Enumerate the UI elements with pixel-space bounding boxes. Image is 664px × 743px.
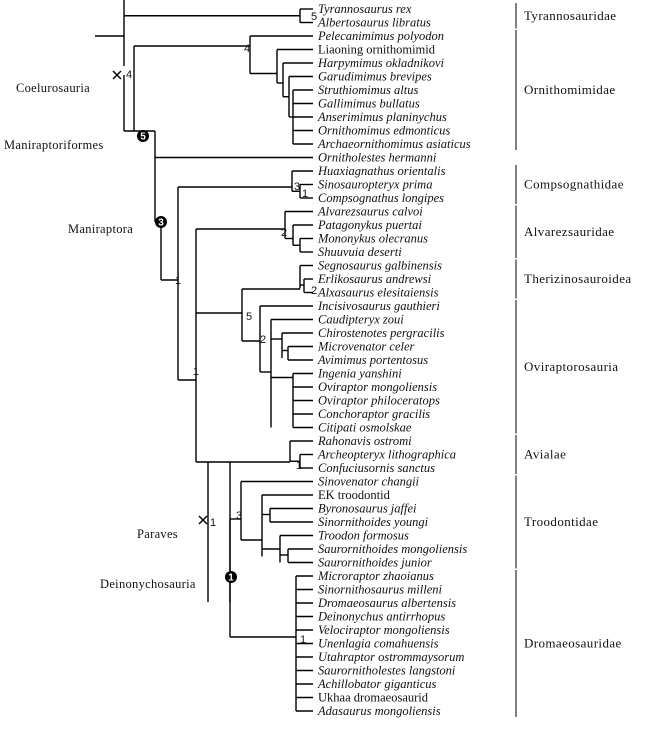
node-support-maniraptora: 3 [158, 218, 164, 229]
taxon-label: Unenlagia comahuensis [318, 637, 439, 651]
node-support-deinonychosauria: 1 [228, 573, 234, 584]
taxon-label: Chirostenotes pergracilis [318, 326, 445, 340]
taxon-label: Alxasaurus elesitaiensis [317, 286, 439, 300]
group-label: Troodontidae [524, 514, 598, 529]
node-support-sinosauropteryx_compsognathus: 1 [302, 188, 308, 200]
taxon-label: Incisivosaurus gauthieri [317, 299, 440, 313]
group-label: Ornithomimidae [524, 82, 616, 97]
node-support-higher_maniraptora: 1 [175, 275, 181, 287]
taxon-label: Saurornitholestes langstoni [318, 664, 456, 678]
taxon-label: Harpymimus okladnikovi [317, 56, 445, 70]
taxon-label: Ukhaa dromaeosaurid [318, 691, 429, 705]
node-marker-maniraptora [155, 216, 167, 228]
taxon-label: Segnosaurus galbinensis [318, 259, 442, 273]
taxon-label: Tyrannosaurus rex [318, 2, 412, 16]
taxon-label: Mononykus olecranus [317, 232, 428, 246]
coelurosauria-marker [112, 70, 122, 80]
taxon-label: Saurornithoides junior [318, 556, 432, 570]
taxon-label: Garudimimus brevipes [318, 70, 432, 84]
node-support-ornithomimidae: 4 [244, 43, 250, 55]
taxon-label: Ornithomimus edmonticus [318, 124, 450, 138]
node-support-coelurosauria: 4 [126, 69, 132, 81]
node-support-paraves: 1 [210, 517, 216, 529]
paraves-marker [198, 515, 208, 525]
node-support-tyrannosauridae: 5 [311, 11, 317, 23]
taxon-label: Avimimus portentosus [317, 353, 428, 367]
node-support-dromaeosauridae: 1 [300, 634, 306, 646]
node-support-alvarezsauridae: 2 [281, 227, 287, 239]
tree-branches [95, 0, 517, 717]
taxon-label: Ornitholestes hermanni [318, 151, 437, 165]
taxon-label: Confuciusornis sanctus [318, 461, 435, 475]
node-support-oviraptorosauria: 2 [260, 334, 266, 346]
taxon-label: Conchoraptor gracilis [318, 407, 430, 421]
taxon-label: Sinovenator changii [318, 475, 420, 489]
taxon-label: Archeopteryx lithographica [317, 448, 456, 462]
taxon-label: Utahraptor ostrommaysorum [318, 650, 464, 664]
clade-label-paraves: Paraves [137, 527, 178, 541]
node-support-therizino_ovirapto: 5 [246, 311, 252, 323]
node-support-compsognathidae: 3 [294, 181, 300, 193]
taxon-label: Saurornithoides mongoliensis [318, 542, 467, 556]
group-label: Dromaeosauridae [524, 636, 622, 651]
taxon-label: Compsognathus longipes [318, 191, 444, 205]
taxon-label: Oviraptor mongoliensis [318, 380, 437, 394]
taxon-label: EK troodontid [318, 488, 391, 502]
taxon-label: Gallimimus bullatus [318, 97, 420, 111]
clade-label-maniraptora: Maniraptora [68, 222, 133, 236]
taxon-label: Byronosaurus jaffei [318, 502, 417, 516]
node-support-troodontidae: 3 [236, 510, 242, 522]
taxon-label: Deinonychus antirrhopus [317, 610, 445, 624]
node-support-therizinosauroidea: 2 [311, 285, 317, 297]
taxon-label: Shuuvuia deserti [318, 245, 402, 259]
taxon-label: Microvenator celer [317, 340, 415, 354]
taxon-label: Sinornithoides youngi [318, 515, 429, 529]
clade-label-maniraptoriformes: Maniraptoriformes [4, 138, 104, 152]
taxon-label: Liaoning ornithomimid [318, 43, 436, 57]
node-marker-maniraptoriformes [137, 130, 149, 142]
taxon-label: Microraptor zhaoianus [317, 569, 434, 583]
taxon-label: Caudipteryx zoui [318, 313, 404, 327]
taxon-label: Pelecanimimus polyodon [317, 29, 444, 43]
taxon-label: Albertosaurus libratus [317, 16, 431, 30]
node-support-avialae: 1 [296, 460, 302, 472]
taxon-label: Velociraptor mongoliensis [318, 623, 450, 637]
clade-label-coelurosauria: Coelurosauria [16, 81, 90, 95]
taxon-label: Achillobator giganticus [317, 677, 437, 691]
taxon-label: Erlikosaurus andrewsi [317, 272, 432, 286]
taxon-label: Dromaeosaurus albertensis [317, 596, 456, 610]
taxon-label: Patagonykus puertai [317, 218, 422, 232]
group-label: Tyrannosauridae [524, 8, 616, 23]
group-label: Compsognathidae [524, 177, 624, 192]
group-label: Therizinosauroidea [524, 271, 632, 286]
taxon-label: Huaxiagnathus orientalis [317, 164, 446, 178]
taxon-label: Struthiomimus altus [318, 83, 418, 97]
taxon-label: Sinosauropteryx prima [318, 178, 432, 192]
node-support-maniraptoriformes: 5 [140, 132, 146, 143]
clade-label-deinonychosauria: Deinonychosauria [100, 577, 196, 591]
taxon-label: Archaeornithomimus asiaticus [317, 137, 471, 151]
taxon-label: Oviraptor philoceratops [318, 394, 440, 408]
taxon-label: Sinornithosaurus milleni [318, 583, 442, 597]
taxon-label: Ingenia yanshini [317, 367, 402, 381]
node-support-alvarez_rest: 1 [193, 366, 199, 378]
taxon-label: Anserimimus planinychus [317, 110, 447, 124]
taxon-label: Alvarezsaurus calvoi [317, 205, 423, 219]
taxon-label: Citipati osmolskae [318, 421, 412, 435]
taxon-label: Adasaurus mongoliensis [317, 704, 441, 718]
group-brackets: TyrannosauridaeOrnithomimidaeCompsognath… [524, 8, 632, 651]
taxon-label: Troodon formosus [318, 529, 409, 543]
taxon-label: Rahonavis ostromi [317, 434, 412, 448]
node-marker-deinonychosauria [225, 571, 237, 583]
group-label: Alvarezsauridae [524, 224, 614, 239]
group-label: Avialae [524, 447, 566, 462]
group-label: Oviraptorosauria [524, 359, 618, 374]
